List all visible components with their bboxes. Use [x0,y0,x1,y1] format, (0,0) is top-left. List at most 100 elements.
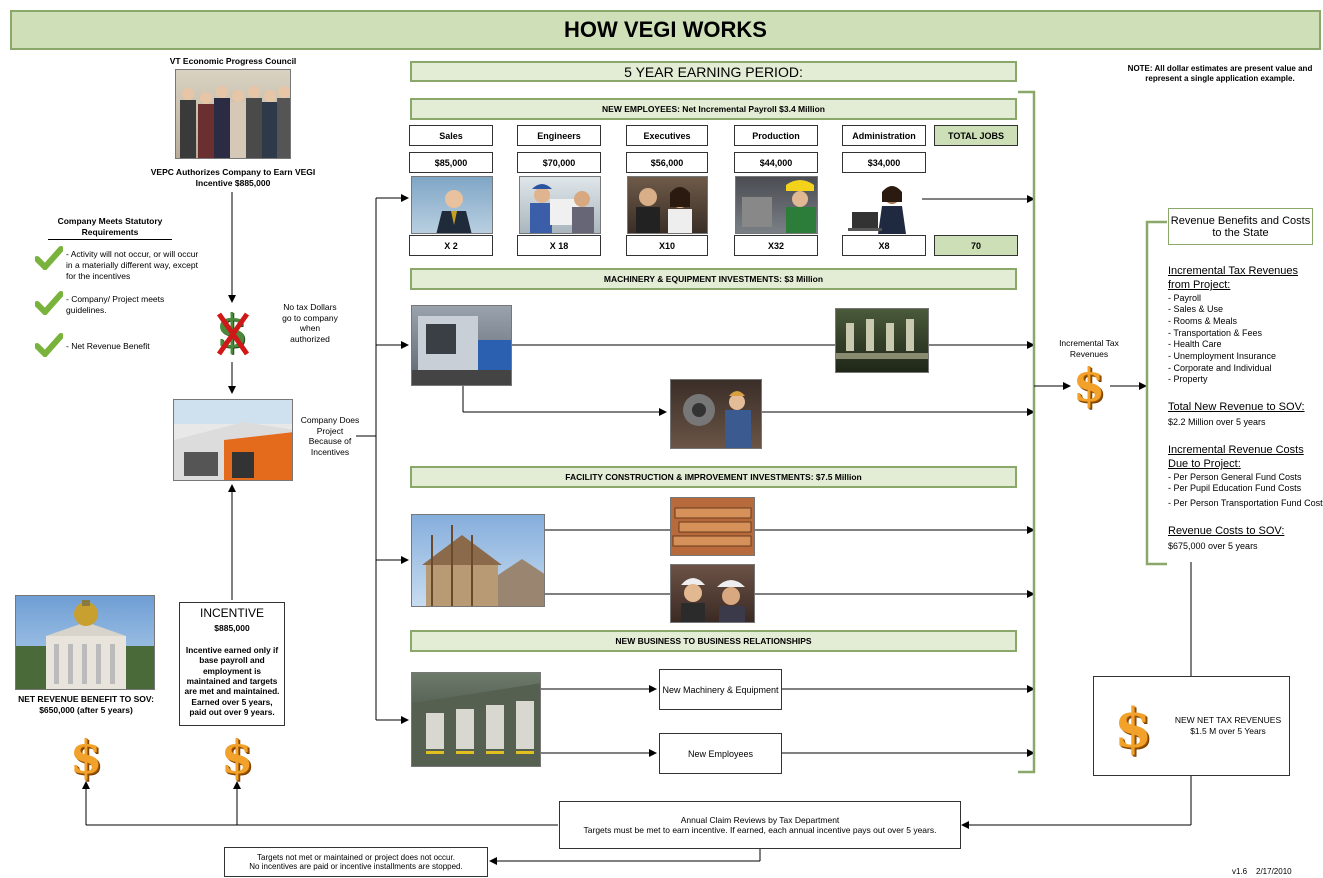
check-icon [34,333,64,359]
vepc-authorizes-text: VEPC Authorizes Company to Earn VEGI Inc… [150,167,316,188]
incentive-box: INCENTIVE $885,000 Incentive earned only… [179,602,285,726]
job-title-executives: Executives [626,125,708,146]
tax-heading: Incremental Tax Revenues from Project: [1168,265,1299,292]
count-executives: X10 [626,235,708,256]
cost-item: - Per Person General Fund Costs [1168,471,1302,482]
requirement-item: - Activity will not occur, or will occur… [66,249,199,282]
people-group-icon [180,86,290,158]
facility-header-text: FACILITY CONSTRUCTION & IMPROVEMENT INVE… [565,472,862,482]
job-count: X32 [767,240,784,251]
total-revenue-heading: Total New Revenue to SOV: [1168,401,1305,414]
machinist-photo [670,379,762,449]
job-title: Executives [643,130,691,141]
salary-executives: $56,000 [626,152,708,173]
revenue-costs-heading: Incremental Revenue Costs Due to Project… [1168,444,1304,471]
check-icon [34,246,64,272]
job-count: X8 [878,240,890,251]
salary: $70,000 [542,157,576,168]
construction-workers-photo [670,564,755,623]
annual-review-box: Annual Claim Reviews by Tax Department T… [559,801,961,849]
incremental-tax-label: Incremental Tax Revenues [1059,338,1119,359]
salary-administration: $34,000 [842,152,926,173]
cost-item: - Per Pupil Education Fund Costs [1168,483,1302,494]
salary: $85,000 [434,157,468,168]
earning-period-text: 5 YEAR EARNING PERIOD: [624,63,803,80]
tax-item: - Payroll [1168,292,1202,303]
net-revenue-benefit-text: NET REVENUE BENEFIT TO SOV: $650,000 (af… [18,694,154,715]
job-title-administration: Administration [842,125,926,146]
job-count: X 2 [444,240,458,251]
revenue-costs-total-value: $675,000 over 5 years [1168,541,1258,552]
administration-photo [842,176,922,234]
company-does-project-text: Company Does Project Because of Incentiv… [300,415,360,457]
total-jobs-number: 70 [970,240,981,251]
revenue-panel-title-text: Revenue Benefits and Costs to the State [1170,214,1311,239]
requirements-title: Company Meets Statutory Requirements [48,216,172,241]
count-engineers: X 18 [517,235,601,256]
job-count: X 18 [549,240,569,251]
tax-item: - Unemployment Insurance [1168,351,1277,362]
salary-engineers: $70,000 [517,152,601,173]
machinery-header: MACHINERY & EQUIPMENT INVESTMENTS: $3 Mi… [410,268,1017,290]
total-revenue-value: $2.2 Million over 5 years [1168,417,1266,428]
total-jobs-label: TOTAL JOBS [934,125,1018,146]
targets-not-met-line1: Targets not met or maintained or project… [257,853,455,862]
salary: $34,000 [867,157,901,168]
incentive-body: Incentive earned only if base payroll an… [184,645,280,718]
job-title: Production [752,130,800,141]
dollar-estimate-note: NOTE: All dollar estimates are present v… [1127,64,1313,83]
total-jobs-value: 70 [934,235,1018,256]
machinery-header-text: MACHINERY & EQUIPMENT INVESTMENTS: $3 Mi… [603,274,824,284]
check-icon [34,291,64,317]
executives-photo [627,176,708,234]
tax-item: - Transportation & Fees [1168,327,1263,338]
job-title: Engineers [537,130,581,141]
count-sales: X 2 [409,235,493,256]
job-title-sales: Sales [409,125,493,146]
vepc-group-photo [175,69,291,159]
no-tax-text: No tax Dollars go to company when author… [282,302,338,344]
page-title-text: HOW VEGI WORKS [564,17,767,42]
loading-docks-photo [411,672,541,767]
count-administration: X8 [842,235,926,256]
no-dollar-cross [216,312,250,356]
cost-item: - Per Person Transportation Fund Costs [1168,498,1323,509]
company-building-photo [173,399,293,481]
incentive-title: INCENTIVE [199,606,264,620]
facility-header: FACILITY CONSTRUCTION & IMPROVEMENT INVE… [410,466,1017,488]
b2b-header-text: NEW BUSINESS TO BUSINESS RELATIONSHIPS [615,636,812,646]
dollar-icon: $ [1072,358,1105,412]
salary: $56,000 [650,157,684,168]
targets-not-met-box: Targets not met or maintained or project… [224,847,488,877]
tax-item: - Corporate and Individual [1168,362,1272,373]
b2b-machinery-box: New Machinery & Equipment [659,669,782,710]
job-title-engineers: Engineers [517,125,601,146]
lumber-photo [670,497,755,556]
b2b-machinery-text: New Machinery & Equipment [662,684,779,695]
dollar-icon: $ [220,730,253,784]
tax-item: - Health Care [1168,339,1222,350]
earning-period-header: 5 YEAR EARNING PERIOD: [410,61,1017,82]
net-tax-text: NEW NET TAX REVENUES $1.5 M over 5 Years [1174,715,1282,736]
annual-review-line2: Targets must be met to earn incentive. I… [583,825,937,835]
page-title: HOW VEGI WORKS [10,10,1321,50]
salary-sales: $85,000 [409,152,493,173]
annual-review-line1: Annual Claim Reviews by Tax Department [680,815,840,825]
salary-production: $44,000 [734,152,818,173]
job-title: Sales [439,130,463,141]
b2b-employees-text: New Employees [687,748,754,759]
job-count: X10 [658,240,675,251]
state-house-photo [15,595,155,690]
employees-header-text: NEW EMPLOYEES: Net Incremental Payroll $… [602,104,825,114]
cnc-machine-photo [411,305,512,386]
tax-item: - Rooms & Meals [1168,315,1238,326]
b2b-header: NEW BUSINESS TO BUSINESS RELATIONSHIPS [410,630,1017,652]
tax-item: - Property [1168,374,1208,385]
equipment-parts-photo [835,308,929,373]
total-jobs-text: TOTAL JOBS [947,130,1004,141]
dollar-icon: $ [69,730,102,784]
construction-site-photo [411,514,545,607]
b2b-employees-box: New Employees [659,733,782,774]
sales-person-photo [411,176,493,234]
